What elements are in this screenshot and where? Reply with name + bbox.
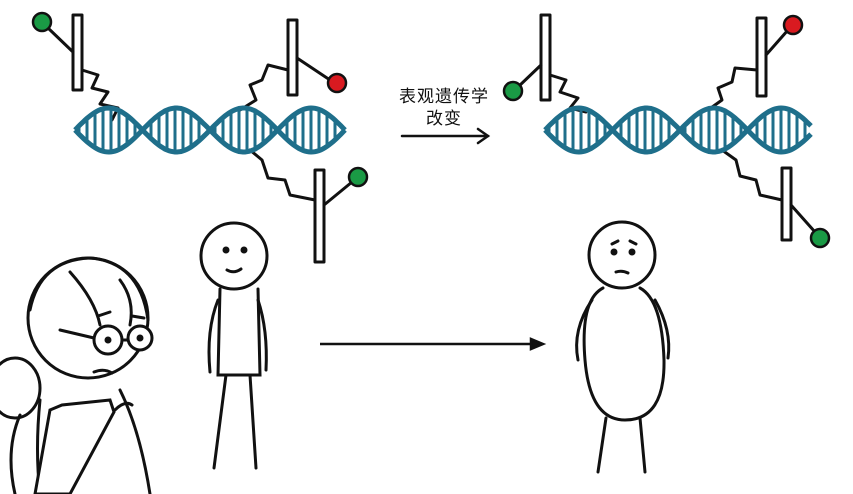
histone-post (755, 16, 768, 98)
overweight-person (575, 220, 671, 474)
epigenetic-change-label-line1: 表观遗传学 (399, 87, 489, 107)
thin-person (199, 221, 269, 470)
right-epigenetic-tags (516, 13, 817, 242)
epigenetic-change-arrow (400, 127, 491, 145)
dna-strand (543, 105, 813, 155)
transformation-arrow (320, 337, 547, 351)
histone-post (313, 168, 326, 264)
methyl-groups (31, 11, 831, 249)
histone-post (780, 166, 793, 242)
dna-strand (543, 105, 813, 155)
scientist (0, 256, 154, 494)
clipboard (33, 398, 116, 494)
dna-helix-right (543, 105, 813, 155)
dna-helix-left (73, 105, 347, 155)
dna-strand (73, 105, 347, 155)
histone-post (539, 13, 552, 102)
epigenetic-change-label-line2: 改变 (426, 109, 462, 129)
